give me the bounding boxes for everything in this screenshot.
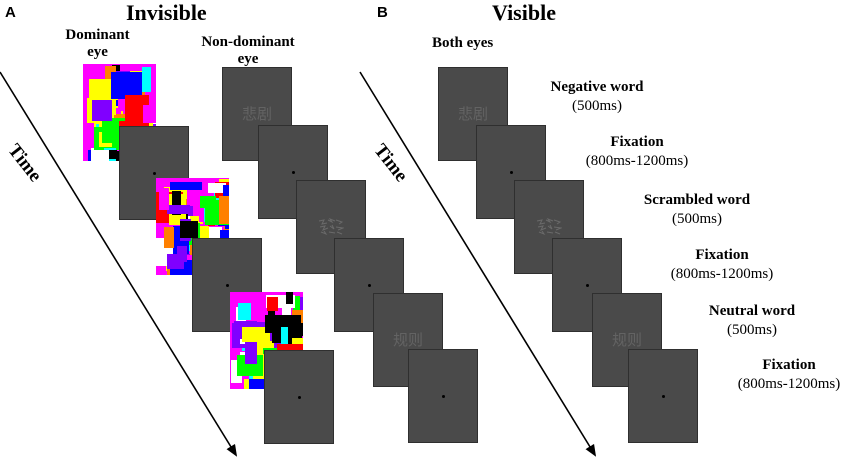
caption-title: Negative word: [550, 79, 644, 95]
panel-b-title: Visible: [492, 0, 556, 25]
mondrian-patch: [91, 100, 112, 122]
mondrian-patch: [248, 379, 277, 389]
mondrian-patch: [163, 227, 174, 249]
mondrian-patch: [109, 149, 118, 160]
negative-word-text: 悲剧: [241, 105, 272, 123]
mondrian-patch: [144, 88, 155, 116]
panel-a-title: Invisible: [126, 0, 207, 25]
caption-duration: (500ms): [727, 322, 777, 338]
mondrian-patch: [169, 182, 202, 191]
fixation-dot: [298, 396, 301, 399]
mondrian-patch: [142, 105, 156, 123]
mondrian-patch: [179, 220, 199, 238]
caption-duration: (800ms-1200ms): [585, 153, 689, 169]
mondrian-patch: [285, 292, 293, 305]
mondrian-patch: [242, 326, 271, 342]
mondrian-patch: [93, 149, 110, 161]
caption-negative-word: Negative word (500ms): [532, 78, 662, 116]
dominant-eye-label: Dominant eye: [65, 27, 130, 60]
panel-a-letter: A: [5, 4, 16, 21]
scrambled-word-icon: [536, 218, 562, 236]
panel-b-letter: B: [377, 4, 388, 21]
caption-fixation-2: Fixation (800ms-1200ms): [657, 246, 787, 284]
mondrian-patch: [208, 183, 227, 194]
caption-title: Neutral word: [708, 303, 796, 319]
fixation-dot: [226, 284, 229, 287]
fixation-dot: [510, 171, 513, 174]
screen-a-fixation-1: [258, 125, 328, 219]
screen-b-fixation-1: [476, 125, 546, 219]
mondrian-patch: [172, 191, 182, 216]
mondrian-patch: [166, 205, 191, 214]
neutral-word-text: 规则: [611, 331, 642, 349]
screen-a-fixation-3: [408, 349, 478, 443]
mondrian-patch: [88, 79, 119, 100]
caption-scrambled-word: Scrambled word (500ms): [627, 191, 767, 229]
mondrian-patch: [292, 296, 300, 312]
mondrian-patch: [178, 216, 204, 225]
scrambled-word-icon: [318, 218, 344, 236]
mondrian-patch: [245, 342, 257, 365]
mondrian-patch: [276, 344, 303, 351]
mondrian-patch: [230, 359, 242, 383]
caption-duration: (500ms): [572, 98, 622, 114]
caption-neutral-word: Neutral word (500ms): [687, 302, 817, 340]
mondrian-patch: [159, 187, 170, 210]
fixation-dot: [368, 284, 371, 287]
screen-a-dominant-fixation-2: [192, 238, 262, 332]
mondrian-patch: [111, 72, 143, 99]
caption-duration: (800ms-1200ms): [737, 376, 841, 392]
fixation-dot: [292, 171, 295, 174]
mondrian-patch: [219, 195, 229, 224]
caption-title: Fixation: [695, 247, 749, 263]
caption-title: Scrambled word: [643, 192, 751, 208]
caption-duration: (500ms): [672, 211, 722, 227]
fixation-dot: [586, 284, 589, 287]
screen-a-dominant-fixation-3: [264, 350, 334, 444]
fixation-dot: [153, 172, 156, 175]
mondrian-patch: [266, 297, 279, 312]
nondominant-eye-label: Non-dominant eye: [201, 34, 295, 67]
fixation-dot: [442, 395, 445, 398]
mondrian-patch: [265, 315, 276, 334]
caption-fixation-3: Fixation (800ms-1200ms): [727, 356, 851, 394]
negative-word-text: 悲剧: [457, 105, 488, 123]
mondrian-patch: [141, 66, 152, 92]
caption-title: Fixation: [610, 134, 664, 150]
both-eyes-label: Both eyes: [432, 35, 494, 51]
mondrian-patch: [238, 302, 252, 320]
fixation-dot: [662, 395, 665, 398]
mondrian-patch: [105, 97, 126, 104]
mondrian-patch: [104, 66, 116, 86]
time-arrow-b: [359, 71, 597, 457]
caption-duration: (800ms-1200ms): [670, 266, 774, 282]
mondrian-patch: [281, 327, 288, 349]
mondrian-patch: [176, 245, 187, 262]
caption-title: Fixation: [762, 357, 816, 373]
screen-b-fixation-3: [628, 349, 698, 443]
neutral-word-text: 规则: [392, 331, 423, 349]
time-arrow-a: [0, 71, 238, 457]
caption-fixation-1: Fixation (800ms-1200ms): [572, 133, 702, 171]
